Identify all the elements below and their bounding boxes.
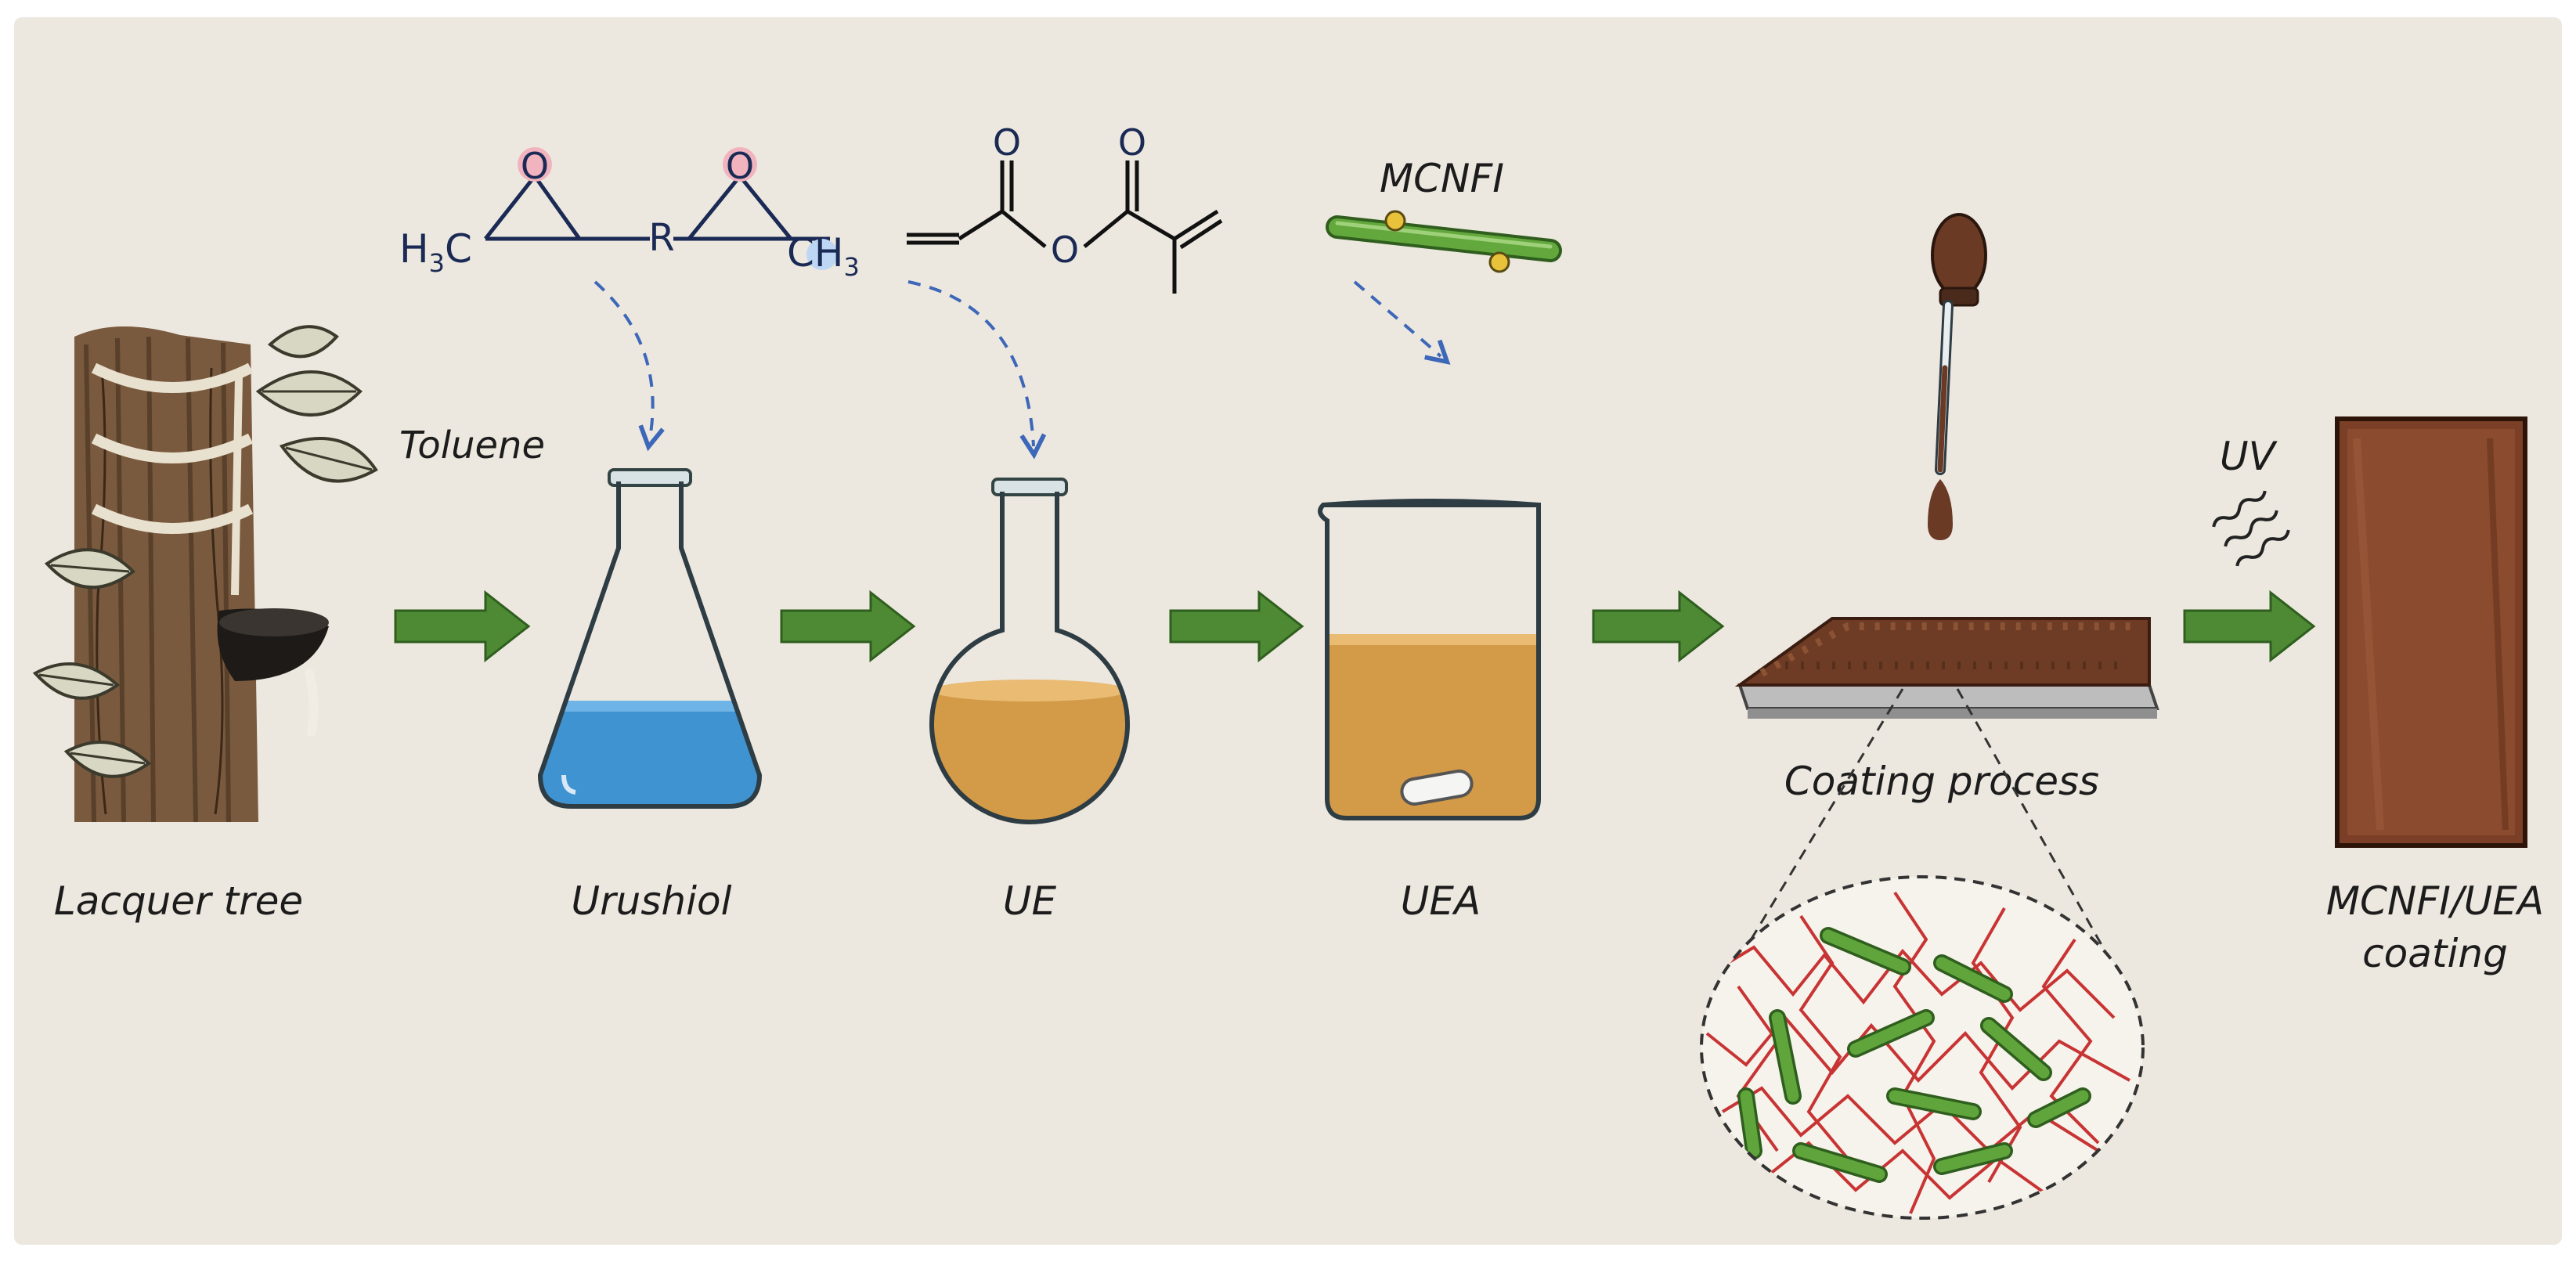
label-lacquer-tree: Lacquer tree [54,878,303,924]
uv-waves-icon [2212,490,2290,567]
oxygen-atom-right [723,147,757,182]
epoxide-oxygen-left: O [521,145,549,187]
dashed-arrow-to-flask [593,280,665,452]
erlenmeyer-flask [537,468,763,809]
oxygen-atom-left [518,147,552,182]
label-ue: UE [1003,878,1057,924]
label-uea: UEA [1401,878,1481,924]
anhydride-structure [907,160,1223,294]
label-product-line2: coating [2362,931,2508,976]
label-product-line1: MCNFI/UEA [2326,878,2544,924]
arrow-3 [1169,590,1304,663]
coated-panel [2335,416,2527,848]
arrow-5 [2183,590,2316,663]
anhydride-carbonyl-o-left: O [993,121,1021,164]
coating-droplet [1928,479,1953,540]
process-arrows [394,590,2316,663]
label-uv: UV [2220,434,2278,479]
label-toluene: Toluene [399,424,545,467]
lacquer-tree-illustration [32,325,378,823]
magnified-network [1700,875,2145,1220]
epoxide-oxygen-right: O [726,145,754,187]
anhydride-carbonyl-o-right: O [1118,121,1146,164]
dropper [1928,213,1987,540]
stir-bar [1400,769,1474,806]
label-urushiol: Urushiol [572,878,732,924]
dashed-arrow-to-round-flask [907,280,1047,460]
methyl-highlight [806,239,838,270]
arrow-2 [780,590,916,663]
label-mcnfi: MCNFI [1380,156,1504,201]
arrow-4 [1592,590,1725,663]
anhydride-bridge-o: O [1051,229,1079,271]
epoxide-center-r: R [648,216,674,260]
label-coating-process: Coating process [1784,759,2099,804]
round-bottom-flask [929,478,1130,824]
mcnfi-fiber-icon [1326,210,1562,273]
arrow-1 [394,590,531,663]
epoxide-right-group: CH3 [787,230,860,282]
beaker [1318,499,1541,820]
coating-slab [1734,617,2159,719]
epoxide-left-group: H3C [399,226,472,278]
